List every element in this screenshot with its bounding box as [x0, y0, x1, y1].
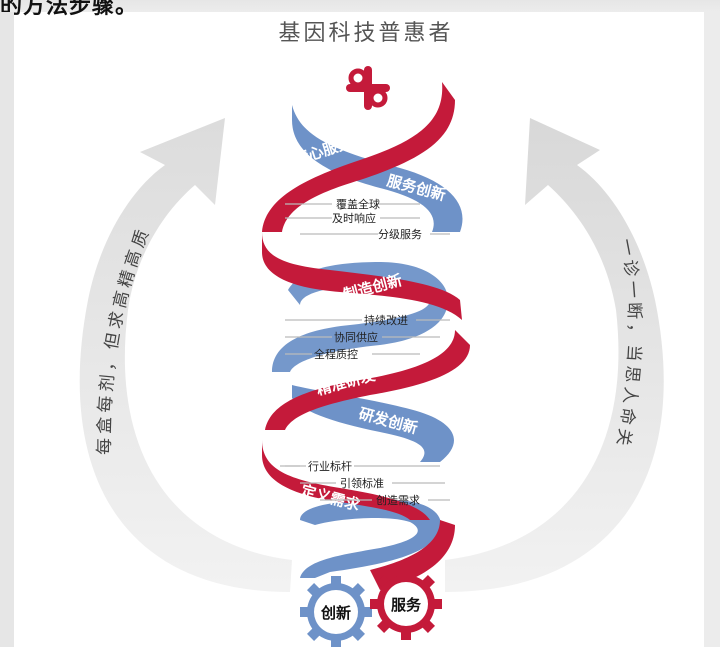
gear-innovation: 创新 [300, 576, 372, 647]
left-curved-arrow [79, 118, 292, 592]
notes: 覆盖全球 及时响应 分级服务 持续改进 协同供应 全程质控 行业标杆 引领标准 … [308, 197, 422, 507]
header-fragment: 的方法步骤。 [0, 0, 139, 19]
gear-service-label: 服务 [391, 596, 422, 614]
note-lines [280, 203, 450, 501]
left-side-band [0, 12, 14, 647]
right-curved-arrow [445, 118, 664, 592]
note-1-3: 分级服务 [378, 228, 422, 241]
logo-icon [346, 66, 390, 110]
top-band: 的方法步骤。 [0, 0, 720, 19]
red-strand [262, 82, 470, 590]
note-3-1: 行业标杆 [308, 459, 352, 473]
gear-service: 服务 [370, 568, 442, 640]
note-2-2: 协同供应 [334, 330, 378, 344]
note-1-2: 及时响应 [332, 211, 376, 225]
note-3-3: 创造需求 [376, 493, 420, 507]
note-3-2: 引领标准 [340, 476, 384, 490]
note-2-1: 持续改进 [364, 313, 408, 327]
note-2-3: 全程质控 [314, 347, 358, 361]
gear-innovation-label: 创新 [320, 604, 351, 622]
note-1-1: 覆盖全球 [336, 197, 380, 211]
red-label-2: 精益制造 [289, 234, 351, 264]
right-side-band [704, 12, 720, 647]
diagram-title: 基因科技普惠者 [278, 21, 453, 46]
